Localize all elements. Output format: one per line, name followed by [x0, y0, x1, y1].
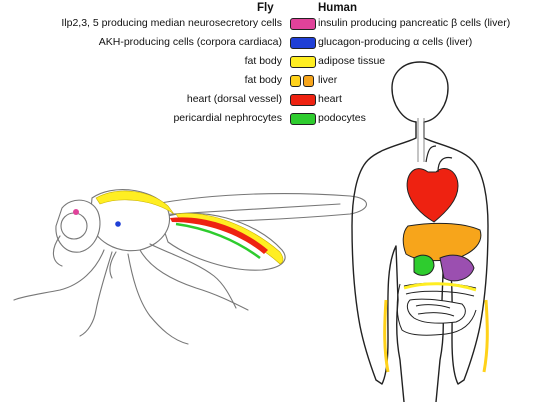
legend-swatch-gold — [290, 75, 301, 87]
fly-leg — [13, 249, 105, 301]
legend-fly-label: fat body — [244, 74, 282, 86]
legend-row-insulin: Ilp2,3, 5 producing median neurosecretor… — [0, 15, 550, 33]
legend-row-adipose: fat body adipose tissue — [0, 53, 550, 71]
fly-heart — [170, 217, 268, 254]
legend-fly-label: AKH-producing cells (corpora cardiaca) — [98, 36, 282, 48]
legend-swatch-red — [290, 94, 316, 106]
legend-row-nephrocytes: pericardial nephrocytes podocytes — [0, 110, 550, 128]
header-human: Human — [318, 2, 357, 14]
legend-swatch-orange — [303, 75, 314, 87]
human-adipose-left — [383, 299, 390, 373]
fly-fat-body — [95, 190, 175, 215]
fly-thorax — [89, 189, 171, 252]
legend-fly-label: pericardial nephrocytes — [173, 112, 282, 124]
legend-fly-label: heart (dorsal vessel) — [186, 93, 282, 105]
legend-row-liver: fat body liver — [0, 72, 550, 90]
legend-row-glucagon: AKH-producing cells (corpora cardiaca) g… — [0, 34, 550, 52]
human-adipose-right — [482, 299, 489, 373]
legend-swatch-yellow — [290, 56, 316, 68]
human-head — [391, 61, 449, 123]
human-stomach — [439, 254, 475, 282]
fly-nephrocytes — [175, 222, 261, 260]
human-gallbladder — [413, 254, 435, 276]
legend-human-label: podocytes — [318, 112, 366, 124]
legend-row-heart: heart (dorsal vessel) heart — [0, 91, 550, 109]
legend-human-label: heart — [318, 93, 342, 105]
legend-human-label: glucagon-producing α cells (liver) — [318, 36, 473, 48]
legend-swatch-green — [290, 113, 316, 125]
legend-fly-label: Ilp2,3, 5 producing median neurosecretor… — [61, 17, 282, 29]
header-fly: Fly — [257, 2, 274, 14]
legend-fly-label: fat body — [244, 55, 282, 67]
fly-akh-cells — [115, 221, 121, 227]
human-liver — [402, 222, 482, 262]
legend-human-label: insulin producing pancreatic β cells (li… — [318, 17, 511, 29]
human-fat-band — [403, 282, 477, 292]
legend-human-label: adipose tissue — [318, 55, 386, 67]
legend-swatch-magenta — [290, 18, 316, 30]
fly-ipc-cells — [73, 209, 79, 215]
human-heart — [406, 145, 459, 223]
fly-head — [55, 199, 101, 253]
legend-swatch-blue — [290, 37, 316, 49]
human-intestines — [396, 282, 477, 336]
legend-human-label: liver — [318, 74, 338, 86]
